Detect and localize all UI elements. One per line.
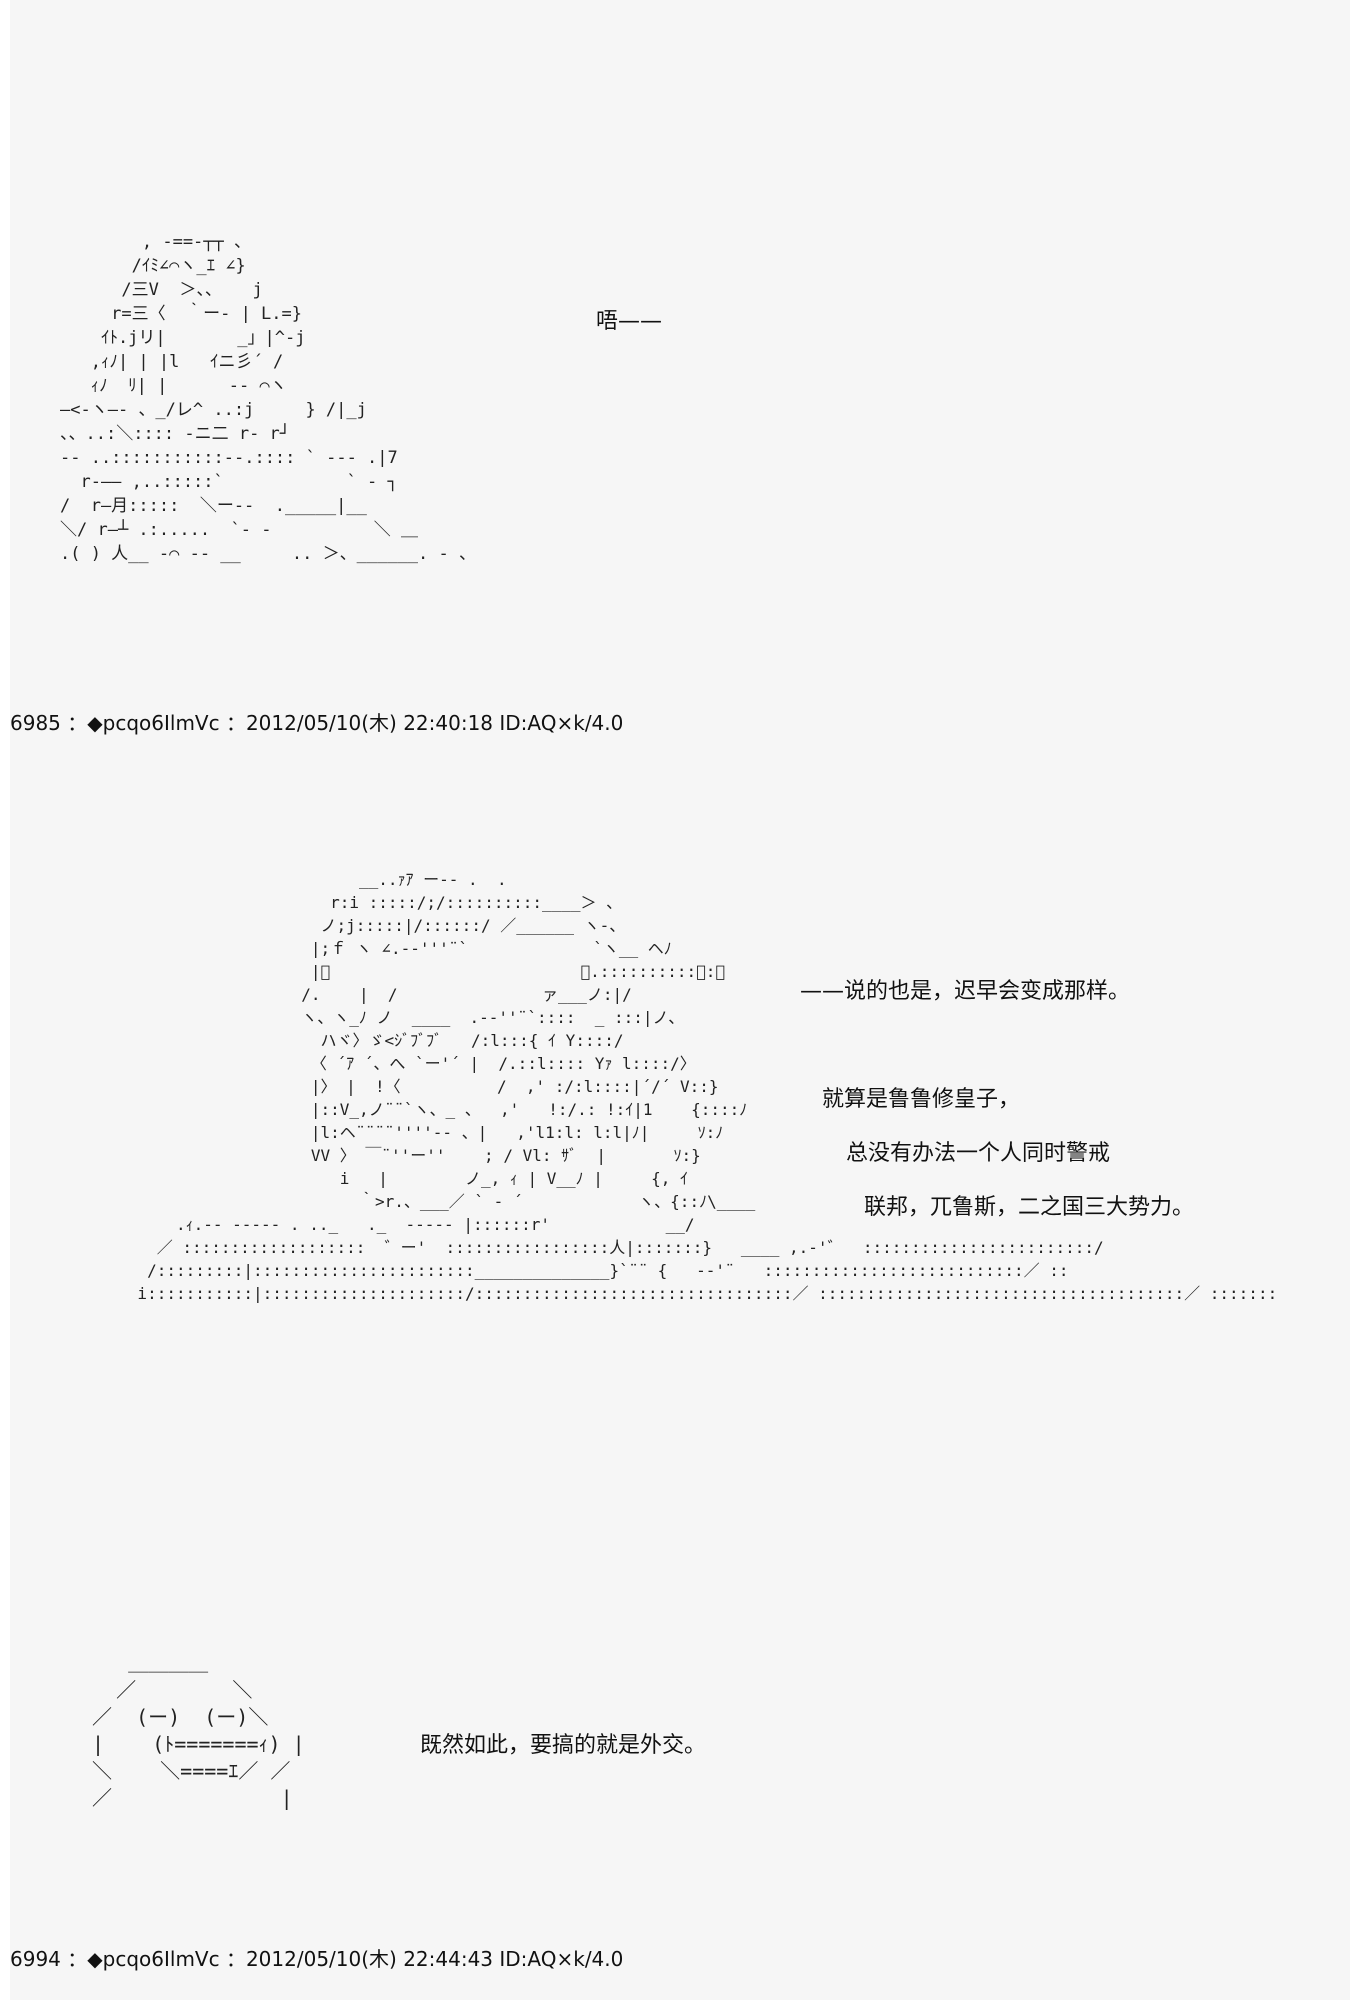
- dialogue-line: 就算是鲁鲁修皇子，: [822, 1087, 1021, 1112]
- page-left-border: [0, 0, 10, 2000]
- dialogue-line: 总没有办法一个人同时警戒: [846, 1141, 1111, 1166]
- ascii-art-figure-hooded: , -==‐┬┬ 、 /ｲﾐ∠⌒ヽ_ｴ ∠} /三V ＞、、 j r=三〈 ｀ー…: [60, 232, 476, 564]
- dialogue-line: 唔——: [596, 309, 663, 334]
- dialogue-line: 联邦，兀鲁斯，二之国三大势力。: [864, 1195, 1195, 1220]
- post-header: 6985 ：◆pcqo6IlmVc ：2012/05/10(木) 22:40:1…: [10, 711, 624, 735]
- ascii-art-figure-seated: __..ｧｱ ー‐‐ . . r:i :::::/;/::::::::::___…: [137, 870, 1278, 1303]
- ascii-art-face: ＿＿＿＿ ／ ＼ ／ (ー) (ー)＼ | (ﾄ=======ｨ) | ＼ ＼=…: [92, 1651, 305, 1810]
- dialogue-line: 既然如此，要搞的就是外交。: [420, 1733, 707, 1758]
- post-header: 6994 ：◆pcqo6IlmVc ：2012/05/10(木) 22:44:4…: [10, 1947, 624, 1971]
- dialogue-line: ——说的也是，迟早会变成那样。: [800, 979, 1131, 1004]
